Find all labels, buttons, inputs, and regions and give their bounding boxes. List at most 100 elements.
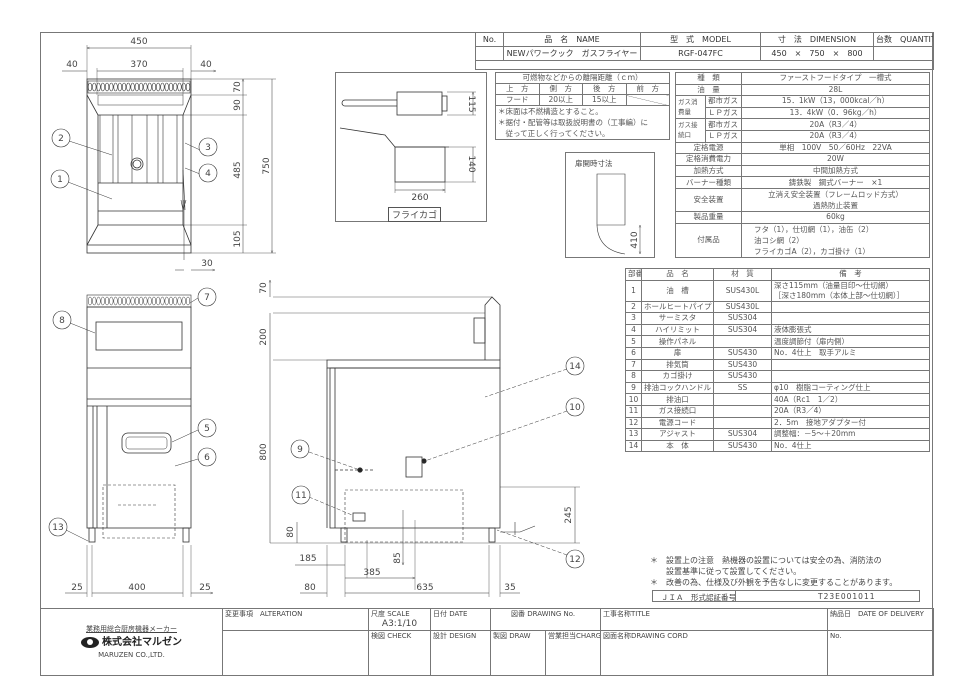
spec-label: 安全装置	[675, 187, 742, 212]
vent-slot	[92, 82, 97, 92]
spec-value: 中間加熱方式	[741, 164, 930, 178]
vent-slot	[177, 296, 182, 306]
company-tagline: 業務用総合厨房機器メーカー	[86, 624, 177, 633]
dim-top-h70: 70	[233, 81, 243, 93]
callout-balloon	[197, 287, 217, 307]
dim-side-d35: 35	[504, 583, 515, 593]
callout-number: 8	[59, 316, 65, 326]
front-view: 25 400 25	[65, 294, 213, 597]
dim-side-h70: 70	[259, 282, 269, 294]
basket-width: 260	[411, 193, 428, 203]
clearance-note: 従って正しく行ってください。	[498, 129, 610, 138]
part-remark-line: 深さ115mm（油量目印～仕切網）	[774, 280, 893, 290]
dim-side-d80: 80	[304, 583, 316, 593]
spec-value: フライカゴA（2），カゴ掛け（1）	[754, 246, 870, 256]
vent-slot	[126, 82, 131, 92]
vent-slot	[87, 82, 93, 92]
vent-slot	[100, 82, 105, 92]
door-clearance-drawing: 410	[596, 173, 640, 254]
install-note: ＊ 設置上の注意 熱機器の設置については安全の為、消防法の	[650, 556, 882, 565]
vent-slot	[185, 82, 191, 92]
vent-slot	[143, 82, 148, 92]
spec-value: 20W	[741, 153, 930, 166]
dim-top-right: 40	[200, 60, 212, 70]
vent-slot	[87, 296, 93, 306]
dim-top-inner: 370	[130, 60, 147, 70]
part-material: SUS430L	[713, 279, 772, 302]
vent-slot	[117, 296, 122, 306]
part-name: 本 体	[641, 439, 714, 453]
door-clearance-title: 扉開時寸法	[575, 159, 613, 168]
side-view: 70 200 800 245 80 85 80 635 35 185 385	[259, 280, 580, 597]
dim-side-h200: 200	[259, 328, 269, 345]
fry-basket-label: フライカゴ	[388, 207, 442, 222]
vent-slot	[130, 296, 135, 306]
spec-value: 20A（R3／4）	[741, 129, 930, 143]
dim-front-width: 400	[128, 583, 145, 593]
spec-value: 単相 100V 50／60Hz 22VA	[741, 141, 930, 155]
install-note: ＊ 改善の為、仕様及び外観を予告なしに変更することがあります。	[650, 578, 898, 587]
callout-balloon	[52, 310, 72, 330]
company-logo-icon	[81, 636, 99, 648]
callout-balloon	[197, 447, 217, 467]
vent-slot	[181, 296, 186, 306]
fry-basket-drawing: 115 140 260	[339, 92, 476, 203]
vent-slot	[117, 82, 122, 92]
vent-slot	[168, 82, 174, 92]
dim-top-h105: 105	[233, 230, 243, 247]
jia-label: ＪＩＡ 形式認証番号	[661, 593, 736, 602]
callout-number: 10	[569, 403, 581, 413]
install-note: 設置基準に従って設置してください。	[650, 567, 802, 576]
spec-value: 油コシ網（2）	[754, 235, 804, 245]
vent-slot	[122, 296, 127, 306]
callout-balloon	[290, 439, 310, 459]
check-label: 検図 CHECK	[368, 630, 431, 676]
vent-slot	[121, 82, 127, 92]
callout-balloon	[291, 485, 311, 505]
dim-top-offset: 30	[201, 259, 213, 269]
dim-front-right: 25	[199, 583, 210, 593]
part-remark: 深さ115mm（油量目印～仕切網）［深さ180mm（本体上部～仕切網）］	[771, 279, 930, 302]
vent-slot	[104, 82, 110, 92]
callout-number: 7	[204, 293, 210, 303]
callout-balloon	[48, 517, 68, 537]
vent-slot	[160, 82, 165, 92]
callout-number: 3	[205, 143, 211, 153]
dim-side-v80: 80	[286, 526, 296, 538]
clearance-note: ＊据付・配管等は取扱説明書の（工事編）に	[498, 118, 648, 127]
vent-slot	[96, 296, 101, 306]
draw-label: 製図 DRAW	[490, 630, 546, 676]
vent-slot	[109, 296, 114, 306]
jia-box: ＪＩＡ 形式認証番号 T23E001011	[652, 590, 920, 602]
vent-slot	[100, 296, 105, 306]
callout-number: 9	[297, 445, 303, 455]
part-remark-line: 40A（Rc1 1／2）	[774, 394, 843, 404]
vent-slot	[173, 296, 178, 306]
vent-slot	[134, 296, 139, 306]
callout-number: 1	[57, 175, 63, 185]
callout-number: 5	[204, 424, 210, 434]
dim-front-left: 25	[71, 583, 82, 593]
clearance-note: ＊床面は不燃構造とすること。	[498, 107, 603, 116]
callout-balloon	[198, 137, 218, 157]
vent-slot	[143, 296, 148, 306]
vent-slot	[134, 82, 139, 92]
vent-slot	[181, 82, 186, 92]
vent-slot	[151, 82, 157, 92]
part-remark-line: 2．5m 接地アダプター付	[774, 417, 866, 427]
part-remark: No．4仕上	[771, 439, 930, 453]
part-remark-line: 液体膨張式	[774, 325, 812, 335]
vent-slot	[126, 296, 131, 306]
dim-side-h800: 800	[259, 443, 269, 460]
vent-slot	[168, 296, 174, 306]
part-remark-line: 調整幅：－5～＋20mm	[774, 429, 856, 439]
callout-number: 11	[295, 491, 306, 501]
vent-slot	[113, 82, 118, 92]
vent-slot	[147, 82, 152, 92]
